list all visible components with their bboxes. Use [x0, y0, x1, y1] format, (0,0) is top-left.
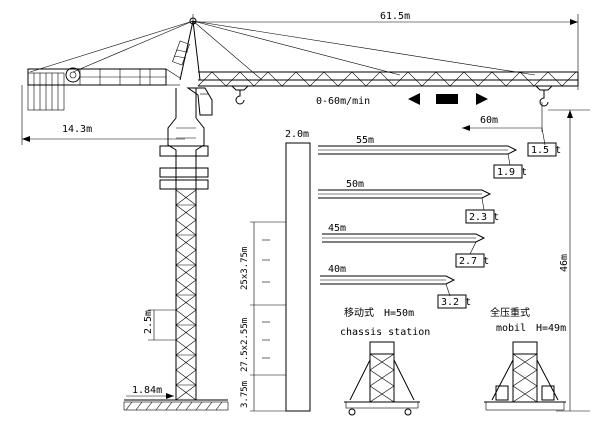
base-type-height: H=50m [384, 308, 414, 319]
jib-config-load: 2.7 t [459, 256, 489, 267]
jib-config-50: 50m 2.3 t [318, 179, 499, 224]
tower-mast [159, 117, 209, 401]
trolley-speed-label: 0-60m/min [316, 96, 370, 107]
base-width-label: 1.84m [132, 385, 162, 396]
ground: 1.84m [123, 385, 229, 411]
hook-height-label: 46m [559, 254, 570, 272]
counter-jib [27, 67, 181, 111]
base-type-name-cn: 移动式 [344, 306, 374, 319]
last-section-label: 60m [480, 115, 498, 126]
trolley-block [436, 94, 458, 104]
main-jib [197, 71, 579, 107]
tower-section-label: 2.5m [143, 310, 154, 334]
jib-config-40: 40m 3.2 t [320, 264, 471, 309]
operator-cab [175, 87, 213, 118]
trolley-travel-indicator: 0-60m/min [316, 93, 488, 107]
counter-jib-dimension: 14.3m [21, 85, 185, 145]
jib-config-radius: 40m [328, 264, 346, 275]
mid-sections-label: 27.5x2.55m [240, 318, 250, 372]
hook-height-dimension: 46m [548, 109, 590, 412]
base-type-name-en: chassis station [340, 327, 430, 338]
last-section-dimension: 60m 1.5 t [462, 102, 561, 157]
jib-config-load: 2.3 t [469, 212, 499, 223]
jib-length-dimension: 61.5m [192, 11, 579, 90]
jib-config-radius: 55m [356, 135, 374, 146]
jib-config-radius: 50m [346, 179, 364, 190]
base-mobil: 全压重式 mobil H=49m [484, 306, 566, 411]
height-column: 2.0m 25x3.75m 27.5x2.55m 3.75m [240, 129, 311, 412]
jib-total-label: 61.5m [380, 11, 410, 22]
top-sections-label: 25x3.75m [240, 247, 250, 290]
section-height-label: 2.0m [285, 129, 309, 140]
base-section-label: 3.75m [240, 381, 250, 408]
base-chassis-station: 移动式 H=50m chassis station [340, 306, 430, 416]
tower-head [29, 17, 536, 81]
jib-config-radius: 45m [328, 223, 346, 234]
arrow-left-icon [408, 93, 420, 105]
arrow-right-icon [476, 93, 488, 105]
jib-config-load: 1.9 t [497, 167, 527, 178]
tip-load-label: 1.5 t [531, 145, 561, 156]
base-type-name-cn: 全压重式 [490, 306, 530, 319]
jib-config-45: 45m 2.7 t [322, 223, 489, 268]
base-type-name-en: mobil [496, 323, 526, 334]
tower-section-dimension: 2.5m [143, 309, 176, 341]
counter-jib-label: 14.3m [62, 124, 92, 135]
base-type-height: H=49m [536, 323, 566, 334]
jib-config-55: 55m 1.9 t [318, 135, 527, 179]
jib-config-load: 3.2 t [441, 297, 471, 308]
